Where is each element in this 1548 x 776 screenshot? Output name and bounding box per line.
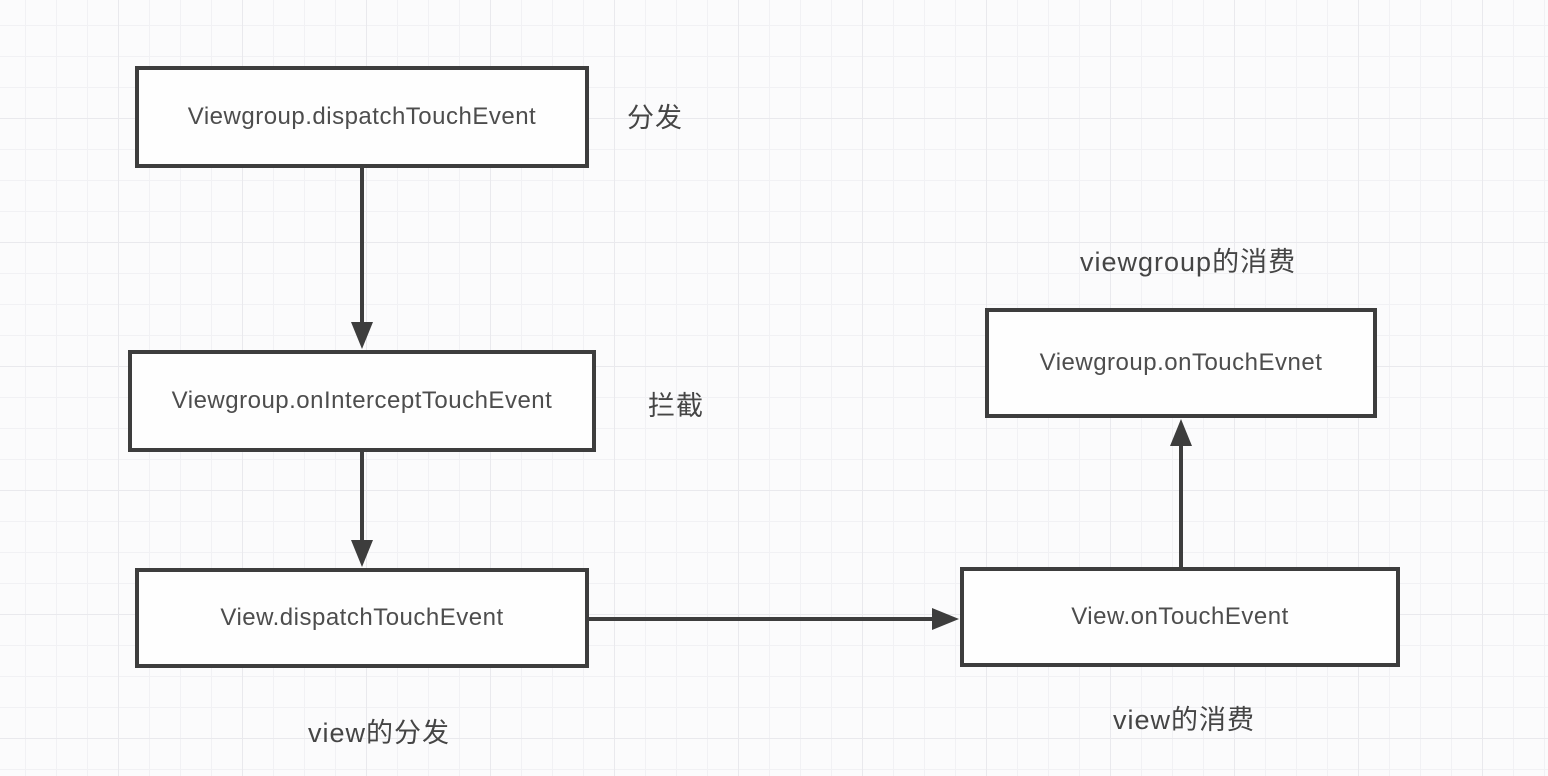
annotation-intercept: 拦截 — [648, 391, 704, 421]
annotation-view-consume: view的消费 — [1113, 705, 1256, 735]
node-viewgroup-onintercepttouchevent: Viewgroup.onInterceptTouchEvent — [128, 350, 596, 452]
node-viewgroup-dispatchtouchevent: Viewgroup.dispatchTouchEvent — [135, 66, 589, 168]
arrow-view-dispatch-to-view-ontouch — [589, 608, 959, 630]
arrow-vg-dispatch-to-vg-intercept — [351, 168, 373, 349]
node-label: View.onTouchEvent — [1071, 603, 1289, 630]
node-viewgroup-ontouchevent: Viewgroup.onTouchEvnet — [985, 308, 1377, 418]
arrow-view-ontouch-to-vg-ontouch — [1170, 419, 1192, 567]
annotation-view-dispatch: view的分发 — [308, 718, 451, 748]
node-view-dispatchtouchevent: View.dispatchTouchEvent — [135, 568, 589, 668]
node-label: View.dispatchTouchEvent — [220, 604, 504, 631]
node-label: Viewgroup.onInterceptTouchEvent — [171, 387, 553, 414]
arrow-vg-intercept-to-view-dispatch — [351, 452, 373, 567]
node-view-ontouchevent: View.onTouchEvent — [960, 567, 1400, 667]
node-label: Viewgroup.onTouchEvnet — [1039, 349, 1323, 376]
annotation-dispatch: 分发 — [627, 103, 683, 133]
annotation-viewgroup-consume: viewgroup的消费 — [1080, 247, 1297, 277]
node-label: Viewgroup.dispatchTouchEvent — [187, 103, 537, 130]
